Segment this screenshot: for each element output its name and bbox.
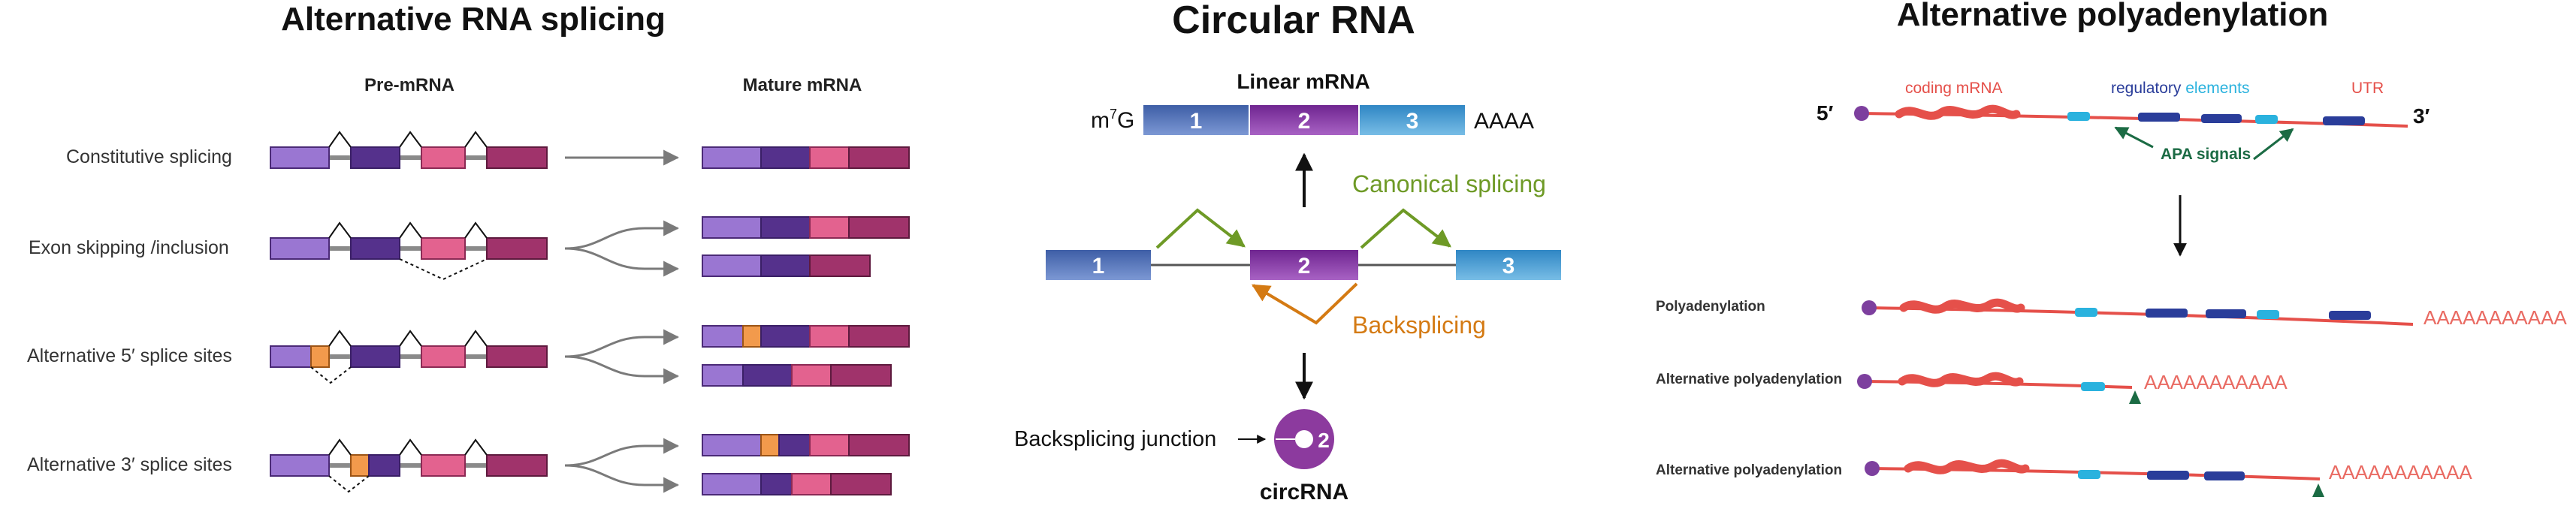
circ-exon-number: 2 — [1318, 429, 1330, 452]
circrna: 2 — [1274, 409, 1334, 469]
apa-title: Alternative polyadenylation — [1897, 0, 2329, 33]
mature-mrna-header: Mature mRNA — [743, 75, 862, 95]
apa-row-polyadenylation: Polyadenylation AAAAAAAAAAA — [1656, 298, 2567, 329]
circular-title: Circular RNA — [1172, 0, 1415, 42]
circrna-hole — [1295, 430, 1313, 448]
junction-label: Backsplicing junction — [1014, 427, 1216, 451]
poly-a-tail: AAAAAAAAAAA — [2329, 461, 2472, 483]
exon-number: 1 — [1190, 109, 1203, 134]
splice-junction — [328, 131, 352, 148]
mature-mrna — [702, 146, 910, 169]
pre-mrna-circ: 1 2 3 — [1046, 250, 1561, 280]
canonical-splice-arrow — [1155, 208, 1246, 249]
poly-a-tail: AAAA — [1474, 109, 1534, 134]
exon-number: 2 — [1298, 109, 1311, 134]
exon-number: 3 — [1406, 109, 1419, 134]
cleavage-site-marker — [2129, 390, 2141, 404]
canonical-splicing-label: Canonical splicing — [1352, 170, 1546, 197]
splicing-row-alt-3prime: Alternative 3′ splice sites — [27, 434, 910, 495]
splicing-row-alt-5prime: Alternative 5′ splice sites — [27, 325, 910, 387]
row-label: Alternative 3′ splice sites — [27, 454, 232, 475]
exon-1 — [270, 146, 330, 169]
apa-signal-arrow — [2114, 126, 2154, 149]
three-prime-end: 3′ — [2413, 104, 2430, 128]
splice-junction — [399, 131, 422, 148]
splicing-panel: Alternative RNA splicing Pre-mRNA Mature… — [27, 1, 910, 495]
splicing-row-constitutive: Constitutive splicing — [66, 131, 910, 169]
coding-mrna-label: coding mRNA — [1905, 80, 2003, 97]
linear-exon-2 — [1250, 105, 1358, 135]
mature-mrna-long — [702, 325, 910, 348]
splicing-row-exon-skipping: Exon skipping /inclusion — [29, 216, 910, 281]
five-prime-end: 5′ — [1816, 101, 1834, 125]
mature-mrna-skipping — [702, 254, 871, 277]
apa-reference-mrna: 5′ 3′ APA signals — [1816, 101, 2430, 163]
exon-3 — [421, 146, 466, 169]
mature-mrna-short — [702, 473, 892, 495]
coding-region — [1895, 104, 2021, 120]
mature-mrna-long — [702, 434, 910, 456]
row-label: Alternative polyadenylation — [1656, 372, 1842, 387]
split-arrow-lower — [564, 247, 680, 277]
linear-mrna-label: Linear mRNA — [1237, 70, 1370, 93]
split-arrow-upper — [564, 220, 680, 250]
utr-label: UTR — [2351, 80, 2384, 97]
linear-exon-3 — [1360, 105, 1465, 135]
canonical-splice-arrow — [1360, 208, 1451, 249]
splicing-title: Alternative RNA splicing — [281, 1, 666, 38]
alt-exon-segment — [310, 345, 330, 368]
apa-row-alternative-short: Alternative polyadenylation AAAAAAAAAAA — [1656, 371, 2288, 404]
exon-number: 2 — [1298, 254, 1311, 279]
row-label: Constitutive splicing — [66, 146, 232, 167]
cap-dot — [1854, 106, 1869, 121]
pre-exon-1 — [1046, 250, 1151, 280]
poly-a-tail: AAAAAAAAAAA — [2423, 306, 2567, 329]
backsplice-arrow — [1251, 282, 1358, 325]
cap-label: m7G — [1091, 107, 1134, 133]
exon-4 — [486, 146, 548, 169]
row-label: Alternative 5′ splice sites — [27, 345, 232, 366]
row-label: Exon skipping /inclusion — [29, 237, 229, 258]
mature-mrna-short — [702, 364, 892, 387]
regulatory-label: regulatory elements — [2111, 80, 2249, 97]
poly-a-tail: AAAAAAAAAAA — [2144, 371, 2288, 393]
pre-exon-3 — [1456, 250, 1561, 280]
linear-mrna: m7G 1 2 3 AAAA — [1091, 105, 1534, 135]
linear-exon-1 — [1143, 105, 1249, 135]
apa-signals-label: APA signals — [2161, 146, 2251, 163]
skip-junction — [399, 258, 488, 281]
exon-2 — [350, 146, 400, 169]
circrna-label: circRNA — [1260, 480, 1348, 504]
backsplicing-label: Backsplicing — [1352, 312, 1486, 339]
splice-junction — [464, 131, 488, 148]
exon-number: 1 — [1092, 254, 1105, 279]
row-label: Polyadenylation — [1656, 299, 1765, 315]
apa-panel: Alternative polyadenylation coding mRNA … — [1656, 0, 2567, 497]
row-label: Alternative polyadenylation — [1656, 462, 1842, 478]
mature-mrna-inclusion — [702, 216, 910, 239]
exon-number: 3 — [1502, 254, 1515, 279]
pre-exon-2 — [1250, 250, 1358, 280]
apa-row-alternative-long: Alternative polyadenylation AAAAAAAAAAA — [1656, 459, 2472, 497]
circular-rna-panel: Circular RNA Linear mRNA m7G 1 2 3 AAAA … — [1014, 0, 1561, 504]
apa-signal-arrow — [2253, 128, 2294, 161]
pre-mrna-header: Pre-mRNA — [364, 75, 454, 95]
